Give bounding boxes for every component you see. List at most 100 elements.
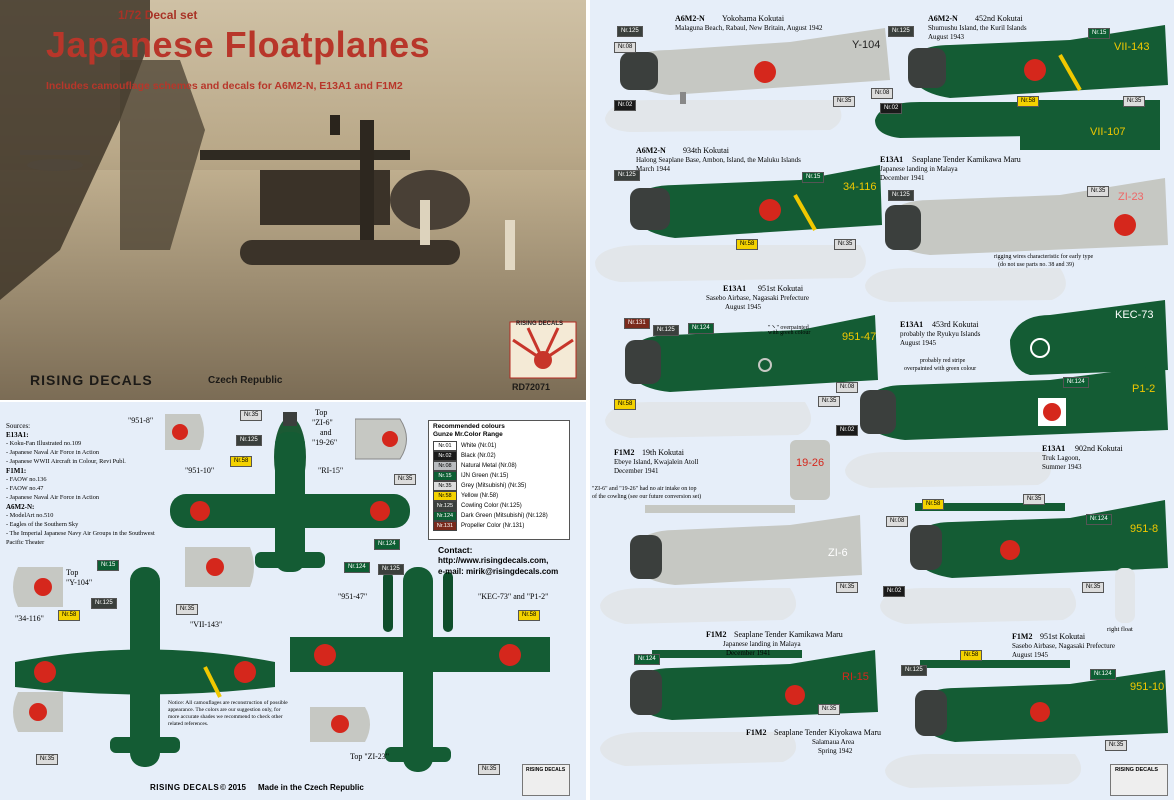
footer-logo-text: RISING DECALS (1115, 767, 1159, 773)
color-chip: Nr.35 (1123, 96, 1146, 107)
legend-title: Recommended colours (433, 423, 505, 430)
caption-note: right float (1107, 626, 1133, 633)
svg-text:VII-143: VII-143 (1114, 41, 1149, 53)
caption-unit: Seaplane Tender Kiyokawa Maru (774, 728, 882, 737)
caption-line: December 1941 (880, 174, 925, 182)
color-chip: Nr.58 (922, 499, 945, 510)
color-chip: Nr.15 (1088, 28, 1111, 39)
color-chip: Nr.35 (1023, 494, 1046, 505)
color-chip: Nr.131 (624, 318, 650, 329)
label-vii-143: "VII-143" (190, 620, 223, 629)
aircraft-profile-p12: P1-2 (845, 365, 1168, 488)
wing-top-detail (13, 567, 63, 607)
color-chip: Nr.125 (378, 564, 404, 575)
legend-swatch: Nr.58 (433, 491, 457, 501)
caption-unit: 453rd Kokutai (932, 320, 979, 329)
legend-swatch: Nr.35 (433, 481, 457, 491)
caption-note: overpainted with green colour (904, 366, 977, 372)
contact-website[interactable]: http://www.risingdecals.com, (438, 556, 549, 565)
footer-logo-text: RISING DECALS (526, 767, 566, 773)
aircraft-profile-ri15: RI-15 (600, 650, 878, 766)
aircraft-profile-34116: 34-116 (595, 165, 882, 282)
color-chip: Nr.15 (802, 172, 825, 183)
source-line: - The Imperial Japanese Navy Air Groups … (6, 530, 155, 537)
contact-heading: Contact: (438, 545, 473, 555)
legend-name: Black (Nr.02) (461, 453, 496, 459)
caption-note: probably red stripe (920, 358, 966, 364)
caption-type: E13A1 (723, 284, 747, 293)
color-chip: Nr.125 (614, 170, 640, 181)
caption-type: F1M2 (1012, 632, 1033, 641)
label-y-104: "Y-104" (66, 578, 93, 587)
contact-email[interactable]: e-mail: mirik@risingdecals.com (438, 567, 559, 576)
caption-type: A6M2-N (675, 14, 705, 23)
color-chip: Nr.35 (836, 582, 859, 593)
product-code: RD72071 (512, 382, 551, 392)
color-chip: Nr.124 (344, 562, 370, 573)
caption-type: A6M2-N (928, 14, 958, 23)
caption-type: F1M2 (614, 448, 635, 457)
color-chip: Nr.125 (617, 26, 643, 37)
legend-name: Propeller Color (Nr.131) (461, 523, 525, 529)
color-chip: Nr.35 (1082, 582, 1105, 593)
caption-line: August 1943 (928, 33, 964, 41)
label-951-47: "951-47" (338, 592, 368, 601)
caption-type: E13A1 (880, 155, 904, 164)
color-chip: Nr.58 (1017, 96, 1040, 107)
source-line: E13A1: (6, 431, 29, 439)
color-chip: Nr.58 (736, 239, 759, 250)
label-951-8: "951-8" (128, 416, 154, 425)
caption-unit: 452nd Kokutai (975, 14, 1023, 23)
caption-line: probably the Ryukyu Islands (900, 330, 981, 338)
legend-swatch: Nr.125 (433, 501, 457, 511)
svg-text:ZI-6: ZI-6 (828, 547, 848, 559)
wing-top-detail (13, 692, 63, 732)
source-line: - Eagles of the Southern Sky (6, 521, 79, 528)
color-legend: Recommended colours Gunze Mr.Color Range… (428, 420, 570, 540)
color-chip: Nr.124 (1090, 669, 1116, 680)
color-chip: Nr.35 (240, 410, 263, 421)
color-chip: Nr.124 (688, 323, 714, 334)
source-line: A6M2-N: (6, 503, 35, 511)
aircraft-profile-95110: 951-10 (885, 660, 1168, 788)
caption-line: Malaguna Beach, Rabaul, New Britain, Aug… (675, 24, 823, 32)
svg-text:951-47: 951-47 (842, 331, 876, 343)
source-line: - Japanese Naval Air Force in Action (6, 494, 100, 501)
profile-illustrations: Y-104 VII-143 VII-107 34-116 (595, 25, 1168, 788)
caption-line: Sasebo Airbase, Nagasaki Prefecture (706, 294, 810, 302)
footer-logo: RISING DECALS (1110, 764, 1168, 796)
color-chip: Nr.125 (888, 26, 914, 37)
aircraft-profile-vii143: VII-143 VII-107 (875, 25, 1168, 150)
label-ri-15: "RI-15" (318, 466, 344, 475)
source-line: F1M1: (6, 467, 27, 475)
color-chip: Nr.125 (888, 190, 914, 201)
caption-line: Ebeye Island, Kwajalein Atoll (614, 458, 699, 466)
color-chip: Nr.08 (614, 42, 637, 53)
color-chip: Nr.58 (230, 456, 253, 467)
source-line: - FAOW no.136 (6, 476, 47, 483)
color-chip: Nr.08 (871, 88, 894, 99)
color-chip: Nr.02 (883, 586, 906, 597)
aircraft-profile-y104: Y-104 (605, 28, 890, 132)
logo-text: RISING DECALS (516, 321, 564, 327)
color-chip: Nr.124 (374, 539, 400, 550)
color-chip: Nr.15 (97, 560, 120, 571)
label-kec-73: "KEC-73" and "P1-2" (478, 592, 549, 601)
legend-name: Yellow (Nr.58) (461, 493, 499, 499)
e13a1-planform (290, 567, 550, 772)
a6m2n-planform (15, 567, 275, 767)
svg-text:RI-15: RI-15 (842, 671, 869, 683)
label-zi-6: "ZI-6" (312, 418, 333, 427)
caption-line: December 1941 (726, 649, 771, 657)
f1m2-planform (170, 412, 410, 572)
caption-type: F1M2 (706, 630, 727, 639)
legend-row: Nr.58 Yellow (Nr.58) (433, 491, 498, 501)
brand-name: RISING DECALS (30, 372, 153, 388)
caption-note: rigging wires characteristic for early t… (994, 254, 1094, 260)
color-chip: Nr.125 (653, 325, 679, 336)
legend-swatch: Nr.131 (433, 521, 457, 531)
legend-swatch: Nr.01 (433, 441, 457, 451)
